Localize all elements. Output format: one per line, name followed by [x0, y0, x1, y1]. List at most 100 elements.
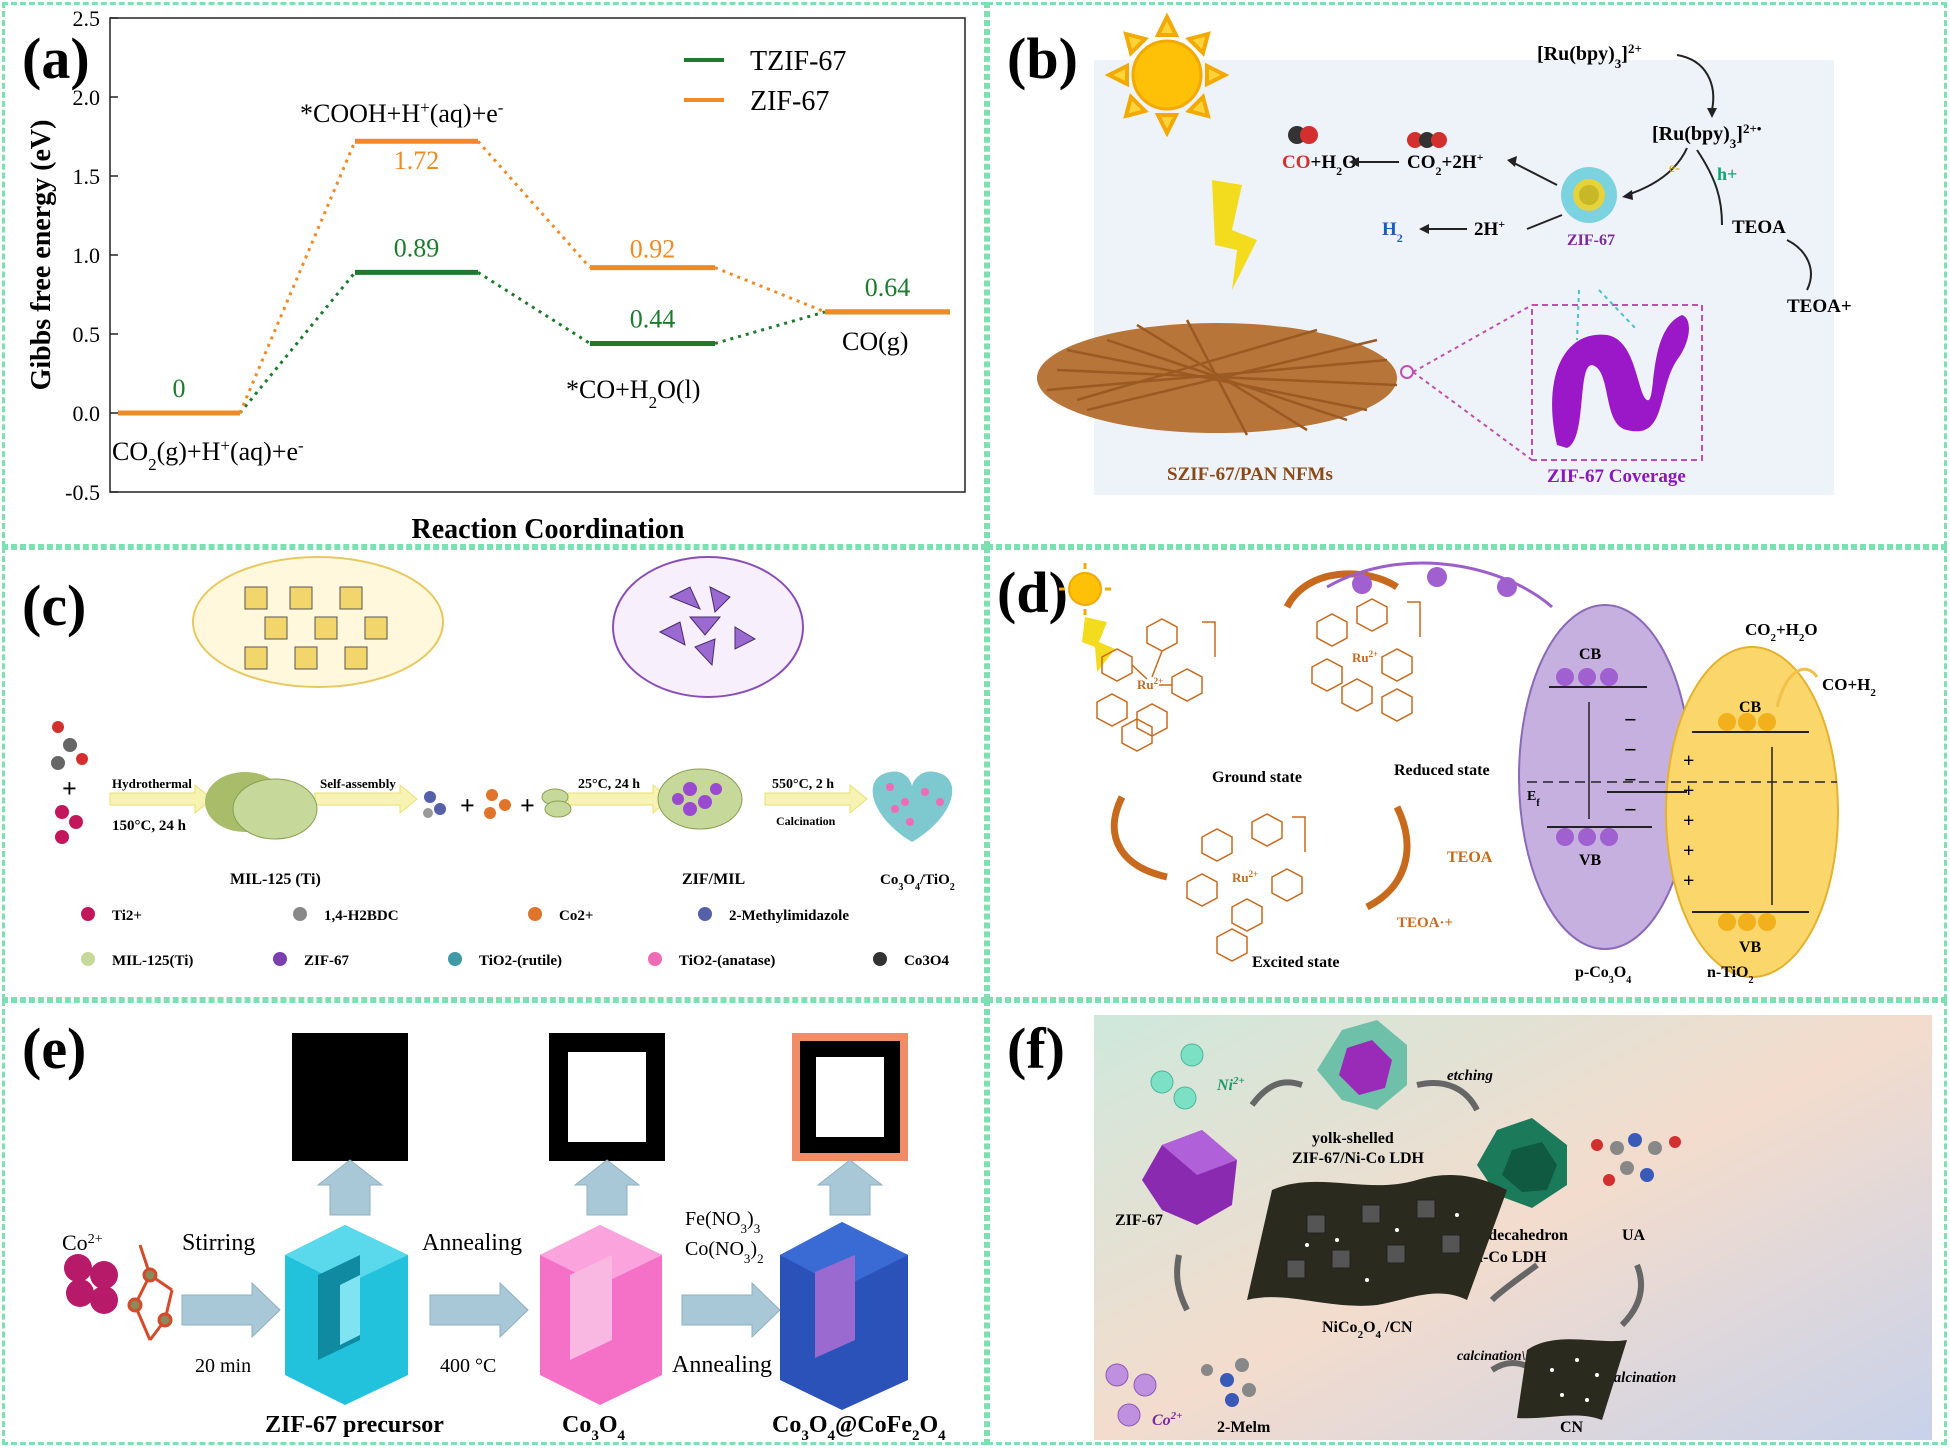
svg-text:+: +: [520, 791, 535, 820]
legend-label: TiO2-(anatase): [679, 953, 775, 969]
coverage-caption: ZIF-67 Coverage: [1547, 466, 1686, 487]
data-label-zif-2: 0.92: [630, 235, 676, 264]
data-label-tzif-1: 0.89: [394, 233, 440, 262]
hydro-cond-label: 150°C, 24 h: [112, 818, 187, 834]
panel-d-label: (d): [997, 560, 1068, 625]
y-tick-label: 2.0: [73, 85, 101, 110]
h2bdc-molecule-icon: [51, 721, 88, 770]
zif67-icon: [1142, 1130, 1237, 1225]
yolk-shell-icon: [1317, 1020, 1407, 1110]
y-tick-label: 1.0: [73, 243, 101, 268]
etching-label: etching: [1447, 1068, 1493, 1084]
ru-complex: [Ru(bpy)3]2+: [1537, 41, 1642, 71]
final-caption: Co3O4@CoFe2O4: [772, 1412, 946, 1444]
e-minus-b: e-: [1669, 161, 1680, 176]
panel-f-label: (f): [1007, 1016, 1065, 1081]
data-label-tzif-3: 0.64: [865, 273, 911, 302]
yolk-label-1: yolk-shelled: [1312, 1130, 1394, 1147]
legend-swatch: [81, 952, 95, 966]
plot-frame: [109, 17, 966, 493]
panel-d: [987, 547, 1947, 1000]
two-h: 2H+: [1474, 217, 1505, 240]
state-label-3: CO(g): [842, 327, 908, 356]
state-label-2: *CO+H2O(l): [566, 375, 700, 412]
connector-tzif-2: [714, 310, 826, 345]
lightning-icon: [1212, 180, 1257, 290]
legend-label: Ti2+: [112, 908, 142, 924]
mil-disc-icon: [205, 772, 318, 840]
anneal-temp-label: 400 °C: [440, 1355, 496, 1377]
data-label-tzif-0: 0: [173, 374, 186, 403]
svg-text:+: +: [62, 774, 77, 803]
melm-label: 2-Melm: [1217, 1419, 1271, 1436]
connector-tzif-0: [238, 271, 357, 414]
h2: H2: [1382, 219, 1403, 245]
x-axis-label: Reaction Coordination: [412, 514, 685, 545]
legend-swatch: [448, 952, 462, 966]
panel-f: [987, 1000, 1947, 1445]
co2-molecule-icon: [1407, 132, 1447, 148]
connector-zif-2: [714, 266, 826, 314]
legend-swatch: [293, 907, 307, 921]
vb-label-p: VB: [1579, 852, 1602, 869]
methylimidazole-icon: [127, 1244, 174, 1341]
mil-caption: MIL-125 (Ti): [230, 871, 321, 888]
svg-text:+: +: [460, 791, 475, 820]
svg-text:+: +: [1683, 870, 1694, 892]
co-ion-label: Co2+: [62, 1230, 103, 1255]
ru-excited-center: Ru2+: [1232, 869, 1258, 885]
stirring-label: Stirring: [182, 1230, 255, 1256]
state-label-0: CO2(g)+H+(aq)+e-: [112, 436, 304, 474]
legend-swatch: [81, 907, 95, 921]
panel-e-label: (e): [22, 1016, 86, 1081]
reduced-state-label: Reduced state: [1394, 762, 1490, 779]
fe-nitrate-label: Fe(NO3)3: [685, 1208, 760, 1236]
svg-text:+: +: [1683, 780, 1694, 802]
teoa-label: TEOA: [1447, 849, 1493, 866]
co3o4-cofe2o4-cube: [780, 1222, 908, 1410]
legend-label: ZIF-67: [304, 953, 350, 969]
self-assembly-label: Self-assembly: [320, 776, 396, 791]
panel-c-label: (c): [22, 573, 86, 638]
ru-reduced-center: Ru2+: [1352, 649, 1378, 665]
co2h2o-label: CO2+H2O: [1745, 620, 1818, 644]
panel-b-diagram: ZIF-67 [Ru(bpy)3]2+ [Ru(bpy)3]2+• h+ e- …: [1007, 12, 1852, 495]
svg-text:−: −: [1624, 737, 1637, 762]
svg-text:−: −: [1624, 767, 1637, 792]
p-co3o4-particle: [1518, 604, 1692, 950]
state-label-1: *COOH+H+(aq)+e-: [300, 98, 504, 129]
svg-text:−: −: [1624, 797, 1637, 822]
cb-label-n: CB: [1739, 699, 1762, 716]
legend-label: MIL-125(Ti): [112, 953, 193, 969]
chart-legend: TZIF-67 ZIF-67: [684, 46, 846, 117]
svg-text:+: +: [1683, 750, 1694, 772]
zif67-label: ZIF-67: [1115, 1212, 1163, 1229]
cn-sheet: [1517, 1339, 1627, 1420]
ru-ground-complex: [1096, 618, 1216, 752]
co-ions-icon: [1105, 1363, 1157, 1427]
zif-mil-icon: [657, 768, 743, 830]
ru-excited-complex: [1186, 813, 1306, 962]
y-tick-label: 0.5: [73, 322, 101, 347]
legend-label: 1,4-H2BDC: [324, 908, 399, 924]
co3o4-cube: [540, 1225, 662, 1405]
panel-b: [987, 2, 1947, 547]
sun-icon: [1059, 563, 1111, 615]
co3o4-caption: Co3O4: [562, 1412, 626, 1444]
cn-label: CN: [1560, 1419, 1584, 1436]
y-tick-label: 2.5: [73, 6, 101, 31]
ua-label: UA: [1622, 1227, 1646, 1244]
legend-swatch: [698, 907, 712, 921]
legend-swatch: [528, 907, 542, 921]
annealing2-label: Annealing: [672, 1352, 772, 1378]
calc-cond-label: 550°C, 2 h: [772, 777, 834, 792]
hollow-label-2: Ni-Co LDH: [1467, 1249, 1547, 1266]
h-plus: h+: [1717, 164, 1737, 184]
teoa-plus: TEOA+: [1787, 296, 1852, 317]
n-tio2-particle: [1665, 646, 1839, 978]
panel-c: [2, 547, 987, 1000]
panel-d-diagram: (d) Ru2+ Ground state Ru2+ Reduced state…: [997, 560, 1876, 986]
nanofiber-mat: [1037, 319, 1398, 436]
legend-label: 2-Methylimidazole: [729, 908, 849, 924]
